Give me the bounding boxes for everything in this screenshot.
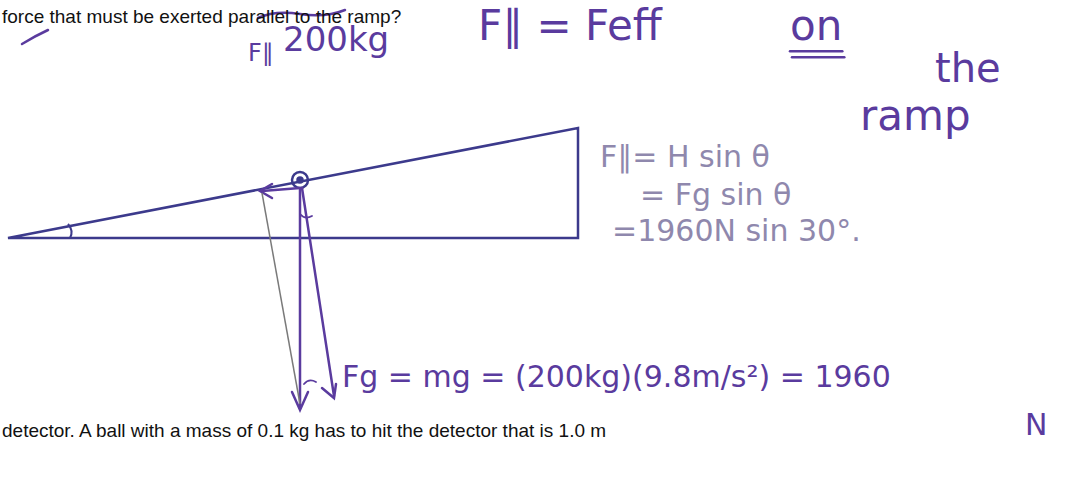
equation-line: F∥= H sin θ xyxy=(600,140,770,175)
handwritten-note: on xyxy=(790,2,842,50)
equation-line: =1960N sin 30°. xyxy=(612,214,861,249)
double-underline xyxy=(790,51,844,57)
equation-line: Fg = mg = (200kg)(9.8m/s²) = 1960 xyxy=(342,360,891,395)
component-guide xyxy=(262,193,300,404)
mass-label: 200kg xyxy=(283,20,389,59)
equation-line: = Fg sin θ xyxy=(640,178,791,213)
question-text: detector. A ball with a mass of 0.1 kg h… xyxy=(2,420,606,442)
unit-label: N xyxy=(1025,408,1047,443)
handwritten-note: F∥ = Feff xyxy=(478,2,662,50)
handwritten-note: the xyxy=(935,45,1001,91)
ramp-triangle xyxy=(8,128,578,238)
force-vectors xyxy=(260,172,336,410)
force-label: F∥ xyxy=(248,40,274,68)
handwritten-note: ramp xyxy=(860,92,971,140)
